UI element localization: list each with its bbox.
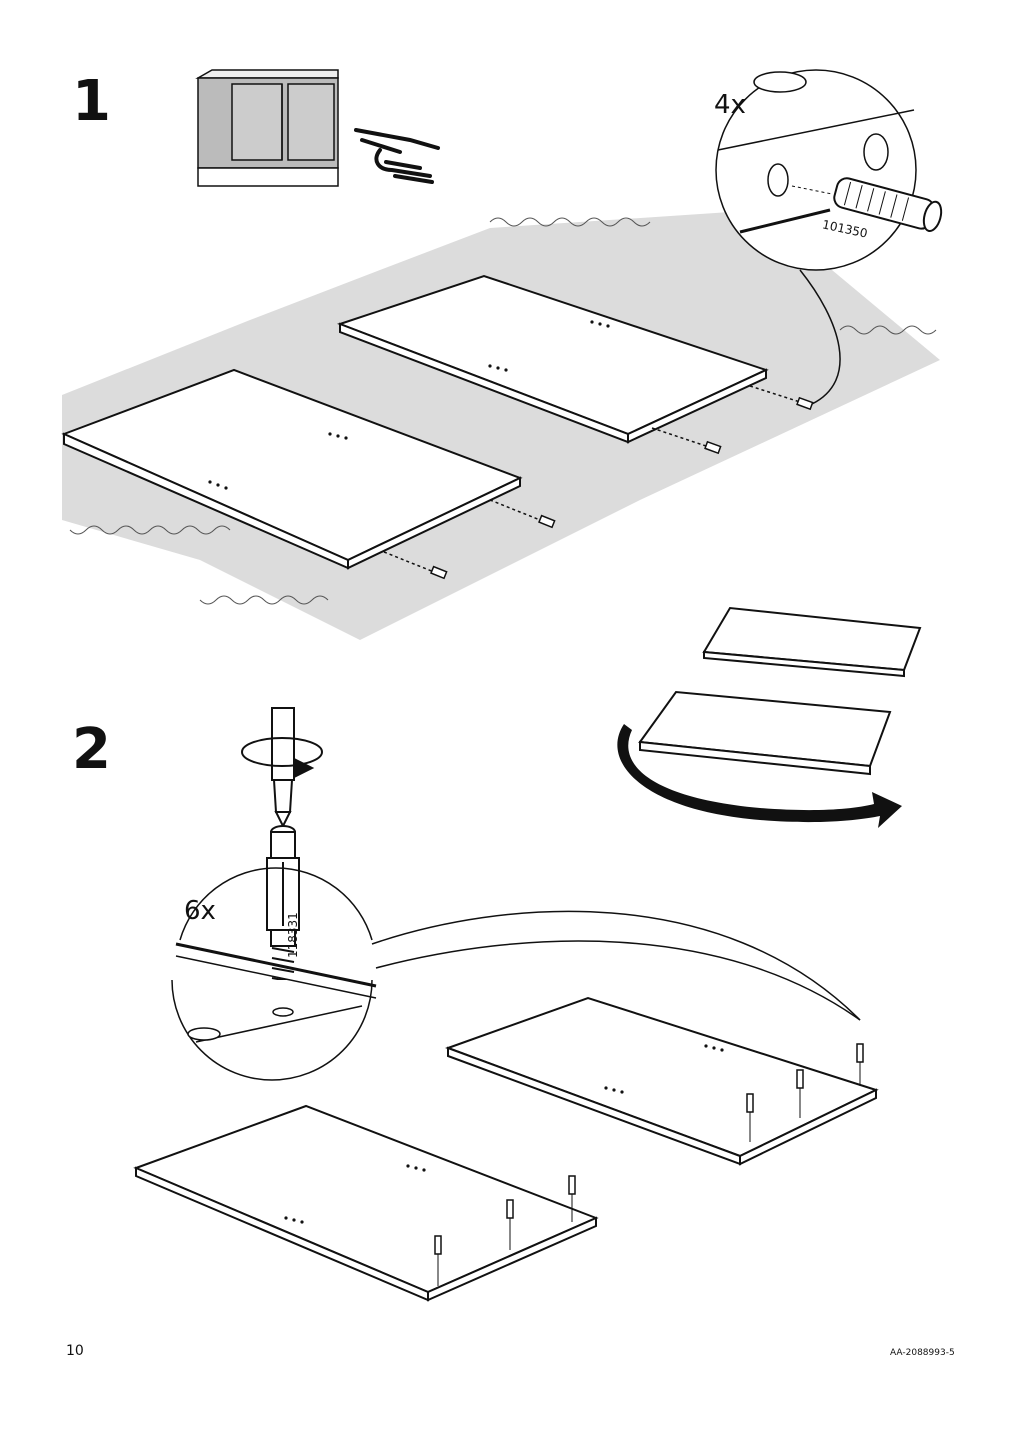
page-number: 10 [66,1343,84,1359]
panel-back [445,996,879,1166]
step-1-number: 1 [72,69,111,134]
cabinet-icon [195,69,339,187]
panel-right [337,274,769,444]
screw-part-number: 118331 [286,912,300,958]
screw-detail [171,867,861,1081]
flip-panels [638,606,922,776]
dowel-quantity: 4x [714,90,746,120]
screwdriver-icon [241,707,323,829]
document-code: AA-2088993-5 [890,1348,955,1358]
screw-quantity: 6x [184,896,216,926]
dowel-icon [383,385,814,580]
hand-pointer-icon [354,128,440,184]
flip-arrow-icon [617,724,902,828]
panel-front [133,1104,599,1302]
dowel-detail [715,69,943,405]
panel-left [61,368,523,570]
step-2-number: 2 [72,717,111,782]
